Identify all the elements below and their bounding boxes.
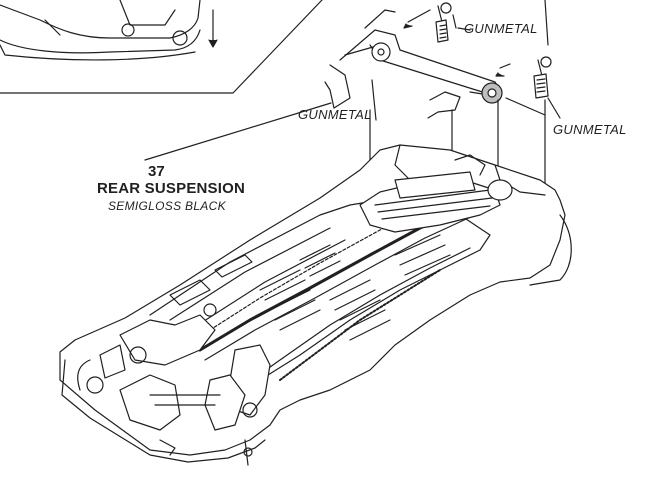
gunmetal-label-top: GUNMETAL: [464, 21, 538, 36]
chassis-body: [59, 144, 572, 466]
inset-leader-line: [0, 0, 323, 94]
rear-suspension-assembly: [324, 0, 561, 121]
step-paint-color: SEMIGLOSS BLACK: [108, 199, 226, 213]
step-number: 37: [148, 163, 165, 180]
step-leader-line: [144, 102, 332, 161]
gunmetal-label-right: GUNMETAL: [553, 122, 627, 137]
gunmetal-label-left: GUNMETAL: [298, 107, 372, 122]
previous-step-inset: [0, 0, 218, 61]
step-title: REAR SUSPENSION: [97, 180, 246, 197]
